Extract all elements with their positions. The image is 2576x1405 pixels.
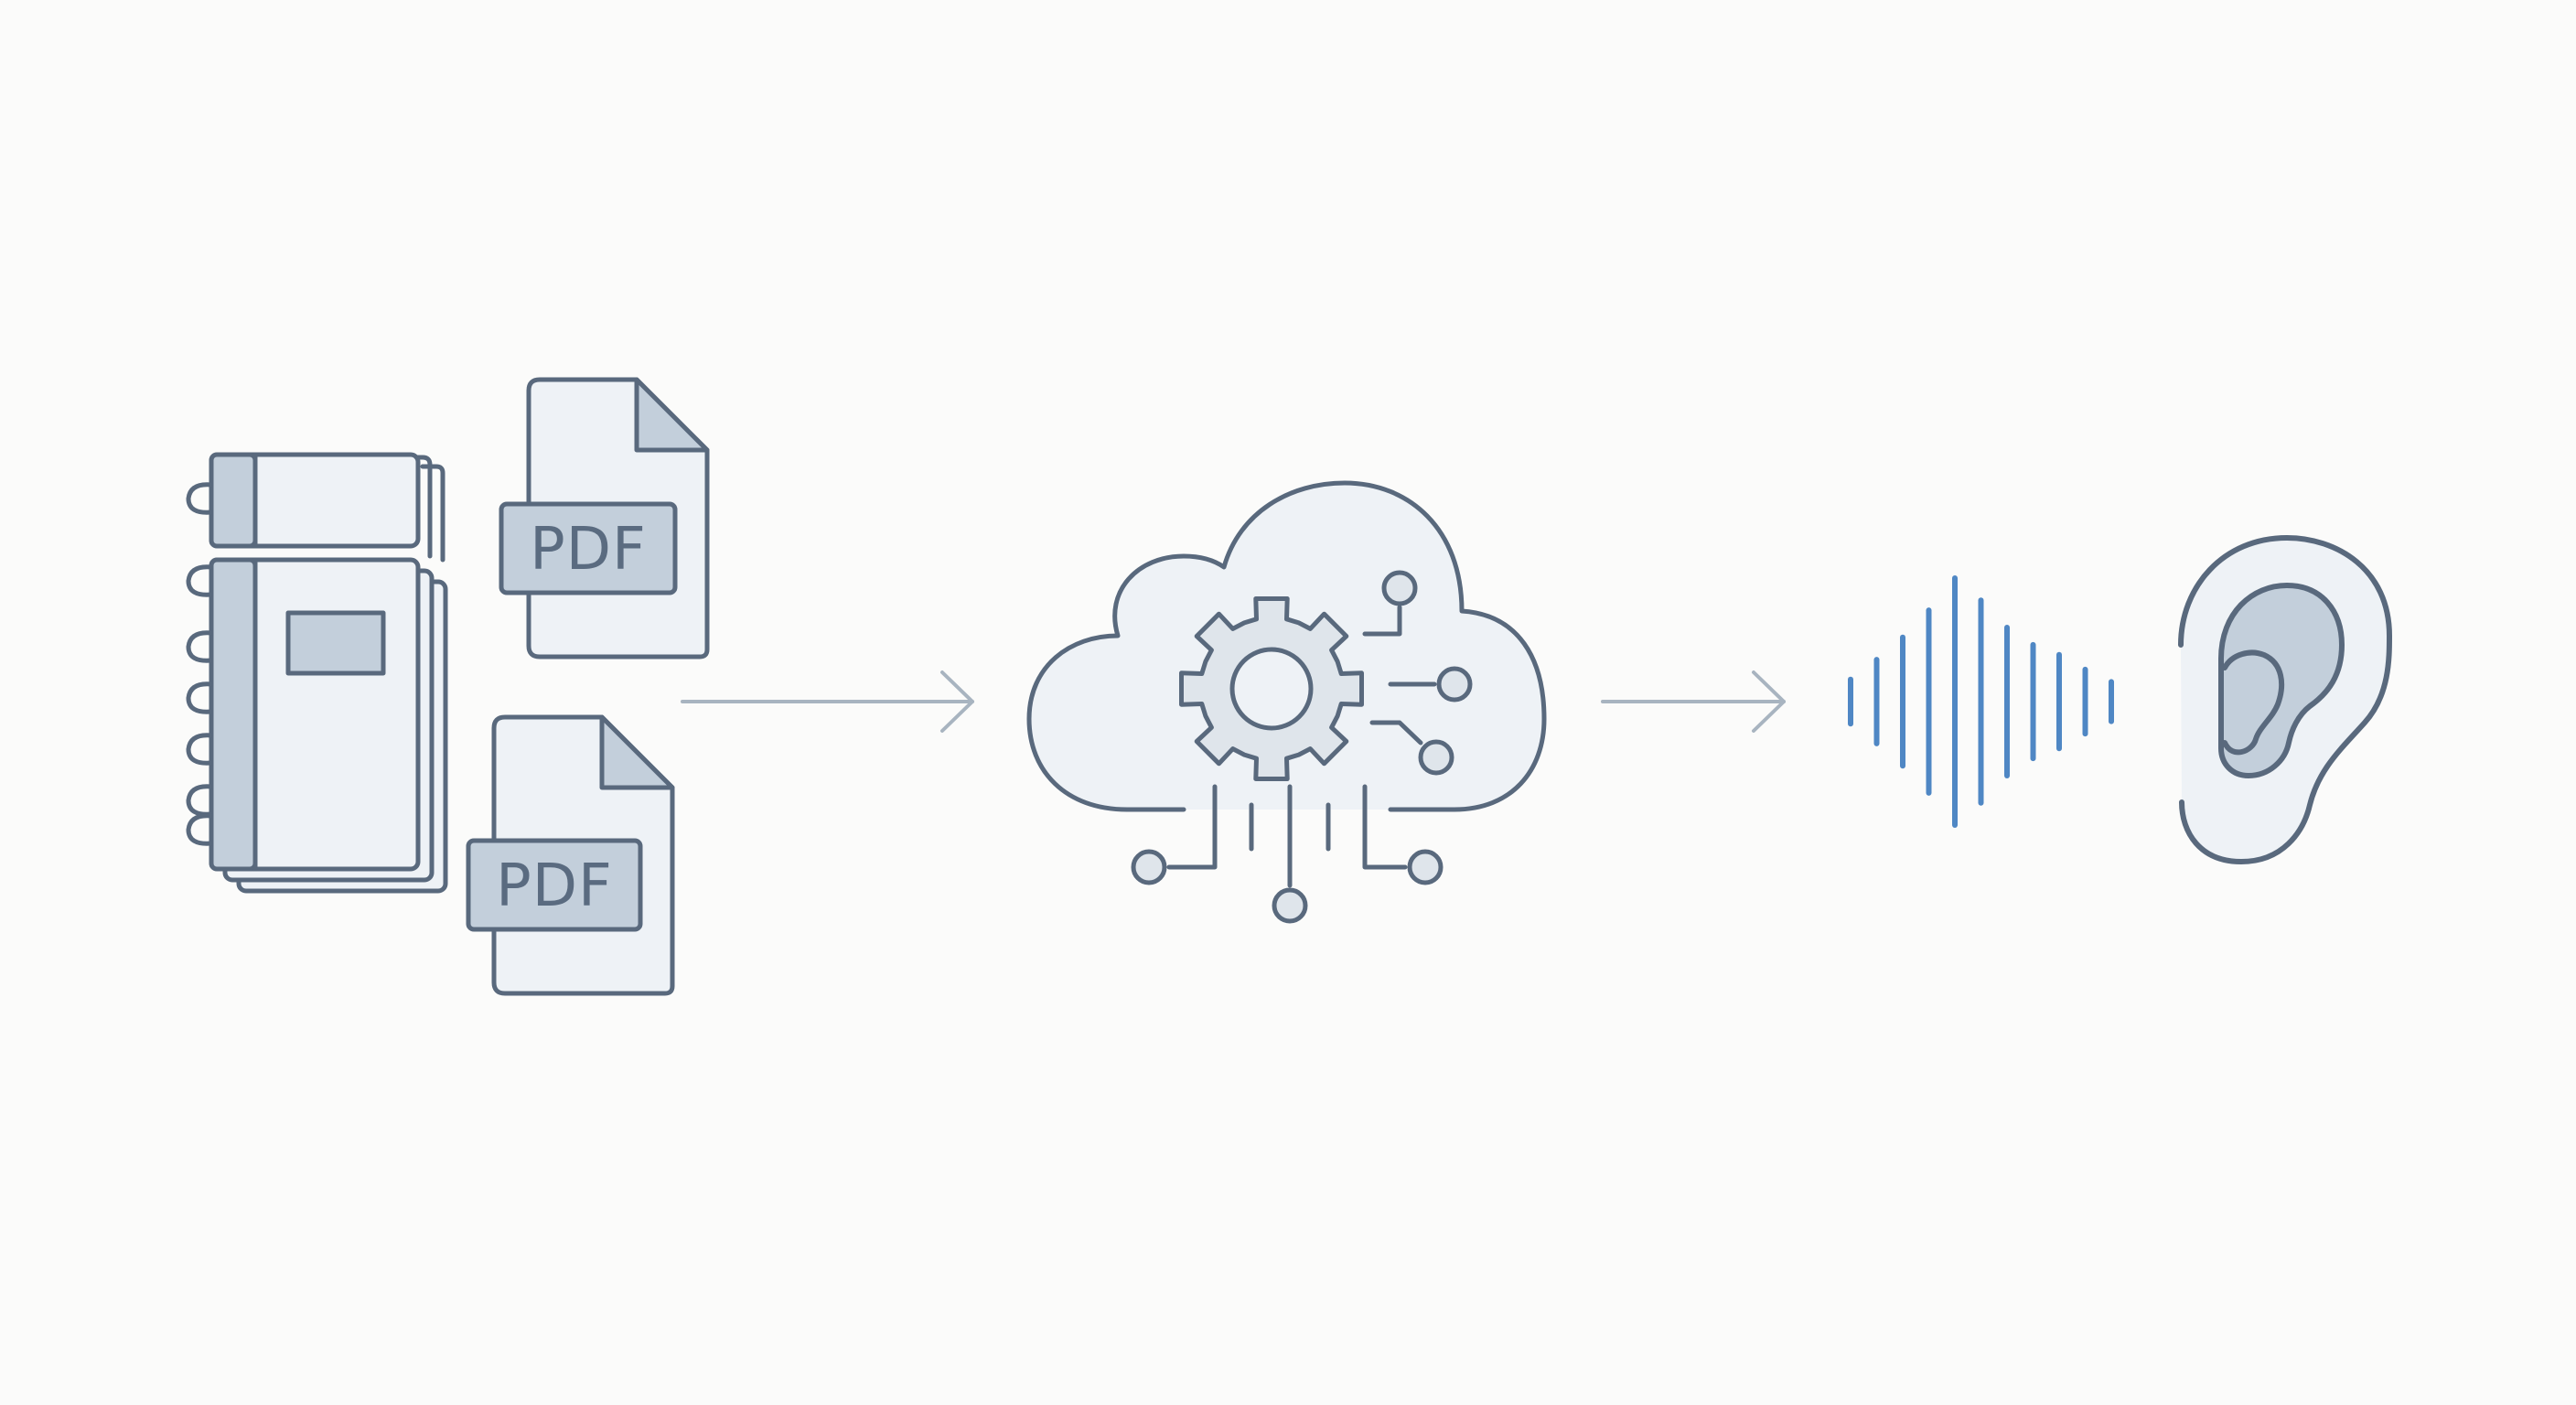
pdf-top-label: PDF [530,516,647,584]
pdf-file-icon: PDF [466,714,675,996]
notebook-stack-icon [186,452,448,894]
gear-icon [1179,596,1364,781]
arrow-right-icon [681,670,974,733]
spiral-rings [186,564,214,846]
pdf-file-icon: PDF [499,377,710,660]
pdf-bottom-label: PDF [496,853,613,920]
ear-icon [2178,535,2392,864]
arrow-right-icon [1601,670,1786,733]
circuit-icon [1131,570,1473,924]
sound-wave-icon [1848,575,2114,828]
